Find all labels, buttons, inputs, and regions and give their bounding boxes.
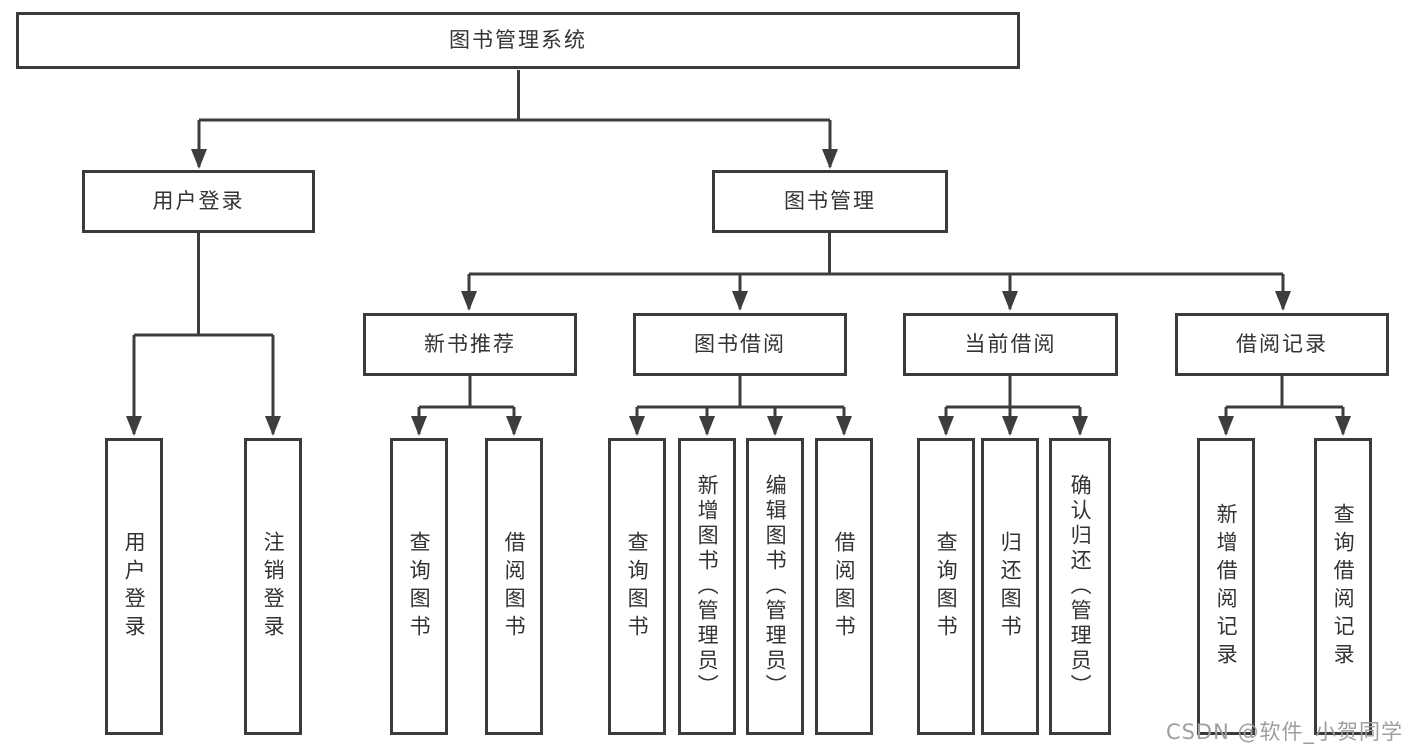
node-new-book-rec: 新书推荐: [363, 313, 577, 376]
node-book-borrow: 图书借阅: [633, 313, 847, 376]
node-leaf-bb-borrow-book: 借阅图书: [815, 438, 873, 735]
arrowheads-borrow-record: [1218, 416, 1351, 436]
node-leaf-bb-edit-book: 编辑图书（管理员）: [746, 438, 804, 735]
node-leaf-bb-query-book: 查询图书: [608, 438, 666, 735]
csdn-watermark: CSDN @软件_小贺同学: [1165, 720, 1403, 744]
connector-book-mgmt-lines: [467, 233, 1285, 309]
node-borrow-record: 借阅记录: [1175, 313, 1389, 376]
arrowheads-current-borrow: [938, 416, 1088, 436]
connector-borrow-record-lines: [1224, 376, 1345, 434]
node-leaf-cb-return-book: 归还图书: [981, 438, 1039, 735]
node-leaf-br-add-record: 新增借阅记录: [1197, 438, 1255, 735]
node-leaf-cb-query-book: 查询图书: [917, 438, 975, 735]
node-leaf-logout: 注销登录: [244, 438, 302, 735]
node-leaf-rec-borrow-book: 借阅图书: [485, 438, 543, 735]
node-leaf-bb-add-book: 新增图书（管理员）: [678, 438, 736, 735]
arrowheads-root: [191, 149, 838, 169]
arrowheads-book-borrow: [629, 416, 852, 436]
arrowheads-new-book-rec: [411, 416, 522, 436]
connector-current-borrow-lines: [944, 376, 1082, 434]
node-root: 图书管理系统: [16, 12, 1020, 69]
node-leaf-cb-confirm-return: 确认归还（管理员）: [1049, 438, 1111, 735]
node-leaf-user-login: 用户登录: [105, 438, 163, 735]
connector-user-login-lines: [132, 233, 275, 434]
arrowheads-book-mgmt: [461, 291, 1291, 311]
connector-new-book-rec-lines: [417, 376, 516, 434]
arrowheads-user-login: [126, 416, 281, 436]
node-book-mgmt: 图书管理: [712, 170, 948, 233]
node-user-login: 用户登录: [82, 170, 315, 233]
connector-book-borrow-lines: [635, 376, 846, 434]
node-leaf-rec-query-book: 查询图书: [390, 438, 448, 735]
node-leaf-br-query-record: 查询借阅记录: [1314, 438, 1372, 735]
node-current-borrow: 当前借阅: [903, 313, 1118, 376]
connector-root-lines: [197, 70, 832, 167]
